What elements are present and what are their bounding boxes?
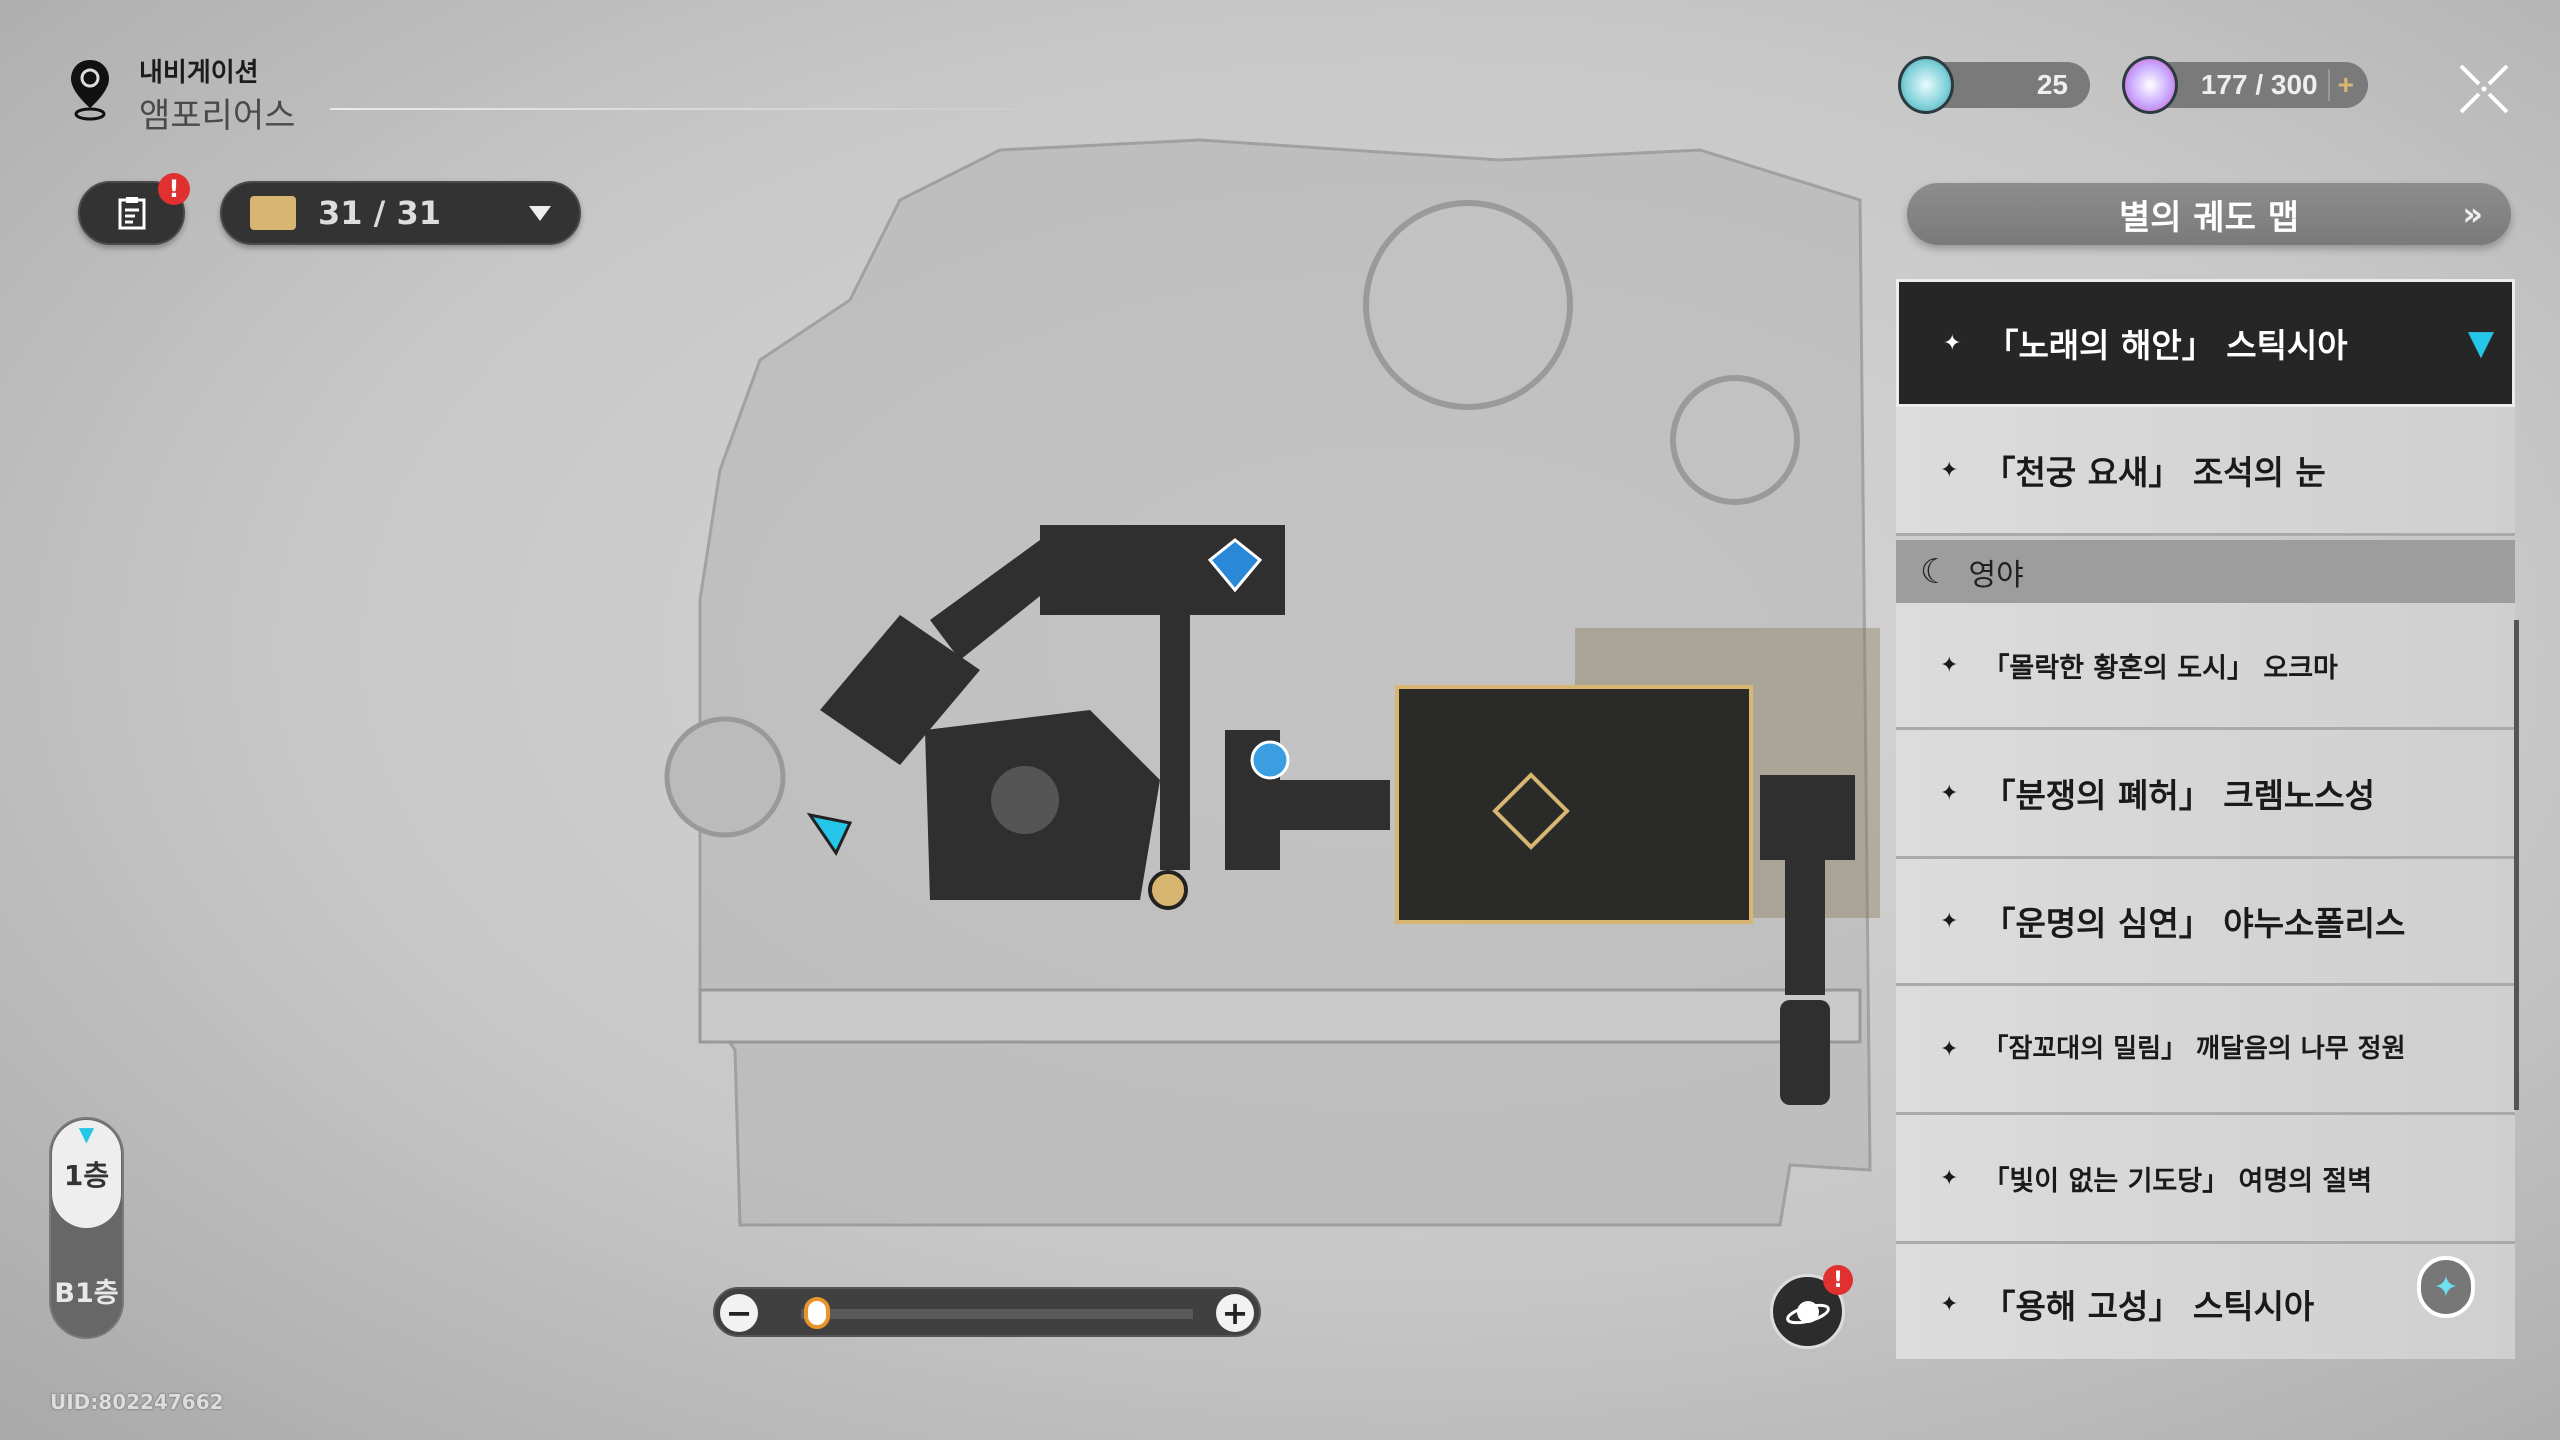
list-item[interactable]: ✦ 「분쟁의 폐허」 크렘노스성: [1896, 730, 2515, 859]
section-label: 영야: [1968, 557, 2024, 593]
planet-icon: [1785, 1300, 1830, 1324]
stellar-jade-counter[interactable]: 177 / 300 +: [2122, 56, 2368, 114]
list-item-label: 「빛이 없는 기도당」 여명의 절벽: [1982, 1165, 2373, 1197]
interastral-map-button[interactable]: !: [1770, 1265, 1853, 1349]
star-icon: ✦: [1940, 457, 1959, 483]
list-item[interactable]: ✦ 「천궁 요새」 조석의 눈: [1896, 407, 2515, 536]
section-header: ☾ 영야: [1896, 540, 2515, 603]
floor-b1-button[interactable]: B1층: [54, 1278, 119, 1309]
alert-badge: !: [1823, 1265, 1853, 1295]
player-arrow-icon: [806, 812, 853, 857]
zoom-handle[interactable]: [803, 1297, 830, 1329]
list-item-label: 「노래의 해안」 스틱시아: [1985, 326, 2348, 365]
treasure-filter-dropdown[interactable]: 31 / 31: [220, 181, 581, 245]
double-chevron-right-icon: »: [2462, 195, 2483, 233]
map-pin-icon: ✦: [2417, 1256, 2475, 1318]
user-id: UID:802247662: [50, 1390, 224, 1414]
star-icon: ✦: [1940, 1291, 1959, 1317]
reserve-icon: [2122, 56, 2178, 114]
plaza-circle: [1363, 200, 1573, 410]
location-list: ✦ 「노래의 해안」 스틱시아 ▼ ✦ 「천궁 요새」 조석의 눈 ☾ 영야 ✦ 「몰락한…: [1896, 279, 2515, 1359]
fuel-value: 25: [2036, 69, 2068, 100]
list-item-label: 「몰락한 황혼의 도시」 오크마: [1982, 652, 2338, 684]
chest-count: 31 / 31: [318, 194, 442, 232]
list-item-label: 「분쟁의 폐허」 크렘노스성: [1982, 776, 2376, 815]
moon-icon: ☾: [1920, 551, 1951, 592]
fuel-icon: [1898, 56, 1954, 114]
alert-badge: !: [158, 173, 190, 205]
zoom-track[interactable]: [801, 1309, 1193, 1319]
star-icon: ✦: [1943, 330, 1962, 356]
list-item-label: 「용해 고성」 스틱시아: [1982, 1287, 2315, 1326]
star-icon: ✦: [1940, 652, 1959, 678]
clipboard-icon: [118, 197, 145, 230]
selected-building: [1395, 685, 1753, 924]
list-item[interactable]: ✦ 「용해 고성」 스틱시아 ✦: [1896, 1244, 2515, 1359]
floor-1-label: 1층: [63, 1159, 110, 1192]
plaza-circle: [664, 716, 786, 838]
star-icon: ✦: [1940, 780, 1959, 806]
list-item-label: 「운명의 심연」 야누소폴리스: [1982, 904, 2406, 943]
zoom-slider[interactable]: − +: [713, 1287, 1261, 1337]
list-scrollbar[interactable]: [2514, 620, 2519, 1110]
fuel-counter: 25: [1898, 56, 2090, 114]
plaza-circle: [1670, 375, 1800, 505]
space-anchor-icon: [1250, 740, 1290, 780]
zoom-out-button[interactable]: −: [720, 1294, 758, 1332]
mission-log-button[interactable]: !: [78, 173, 190, 245]
star-icon: ✦: [1940, 1036, 1959, 1062]
floor-selector[interactable]: ▼ 1층 B1층: [49, 1117, 124, 1339]
building-marker-icon: [1492, 772, 1570, 850]
teleport-waypoint-icon: [1207, 538, 1263, 593]
reserve-value: 177 / 300: [2200, 69, 2318, 100]
walkway: [698, 988, 1862, 1044]
chevron-down-icon: [529, 205, 551, 221]
star-map-label: 별의 궤도 맵: [2118, 197, 2300, 238]
list-item-label: 「잠꼬대의 밀림」 깨달음의 나무 정원: [1982, 1034, 2406, 1064]
current-floor-marker-icon: ▼: [78, 1122, 95, 1146]
list-item[interactable]: ✦ 「빛이 없는 기도당」 여명의 절벽: [1896, 1115, 2515, 1244]
list-item[interactable]: ✦ 「몰락한 황혼의 도시」 오크마: [1896, 603, 2515, 730]
divider: [330, 108, 1080, 110]
star-map-button[interactable]: 별의 궤도 맵 »: [1907, 183, 2511, 245]
list-item[interactable]: ✦ 「잠꼬대의 밀림」 깨달음의 나무 정원: [1896, 986, 2515, 1115]
current-location: 앰포리어스: [139, 96, 296, 136]
star-icon: ✦: [1940, 908, 1959, 934]
list-item[interactable]: ✦ 「운명의 심연」 야누소폴리스: [1896, 859, 2515, 986]
star-icon: ✦: [1940, 1165, 1959, 1191]
poi-icon: [1148, 870, 1188, 910]
zoom-in-button[interactable]: +: [1216, 1294, 1254, 1332]
list-item-label: 「천궁 요새」 조석의 눈: [1982, 453, 2326, 492]
treasure-chest-icon: [250, 196, 296, 230]
add-button[interactable]: +: [2327, 69, 2354, 101]
floor-1-button[interactable]: ▼ 1층: [52, 1120, 121, 1228]
list-item-selected[interactable]: ✦ 「노래의 해안」 스틱시아 ▼: [1896, 279, 2515, 407]
close-icon[interactable]: [2457, 62, 2511, 116]
current-location-marker-icon: ▼: [2467, 323, 2494, 363]
navigation-label: 내비게이션: [139, 58, 259, 88]
location-pin-icon: [71, 60, 109, 121]
